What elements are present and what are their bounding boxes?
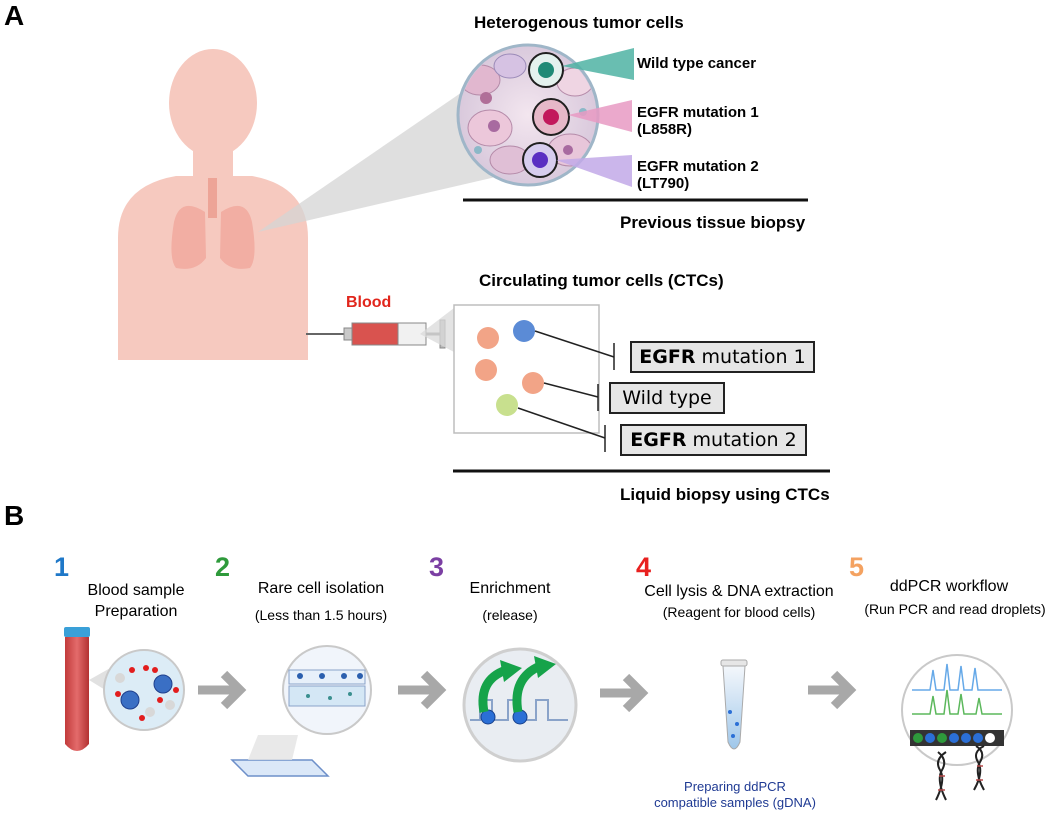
arrow-3-4 xyxy=(600,673,649,713)
ctc-footer: Liquid biopsy using CTCs xyxy=(620,485,830,504)
step2-subtitle: (Less than 1.5 hours) xyxy=(254,607,388,623)
tissue-section-icon xyxy=(456,43,600,187)
arrow-2-3 xyxy=(398,670,447,710)
mutation2-code: (LT790) xyxy=(637,175,690,192)
mutation1-callout xyxy=(568,100,632,132)
microfluidic-chip-icon xyxy=(230,645,372,777)
lungs-icon xyxy=(171,178,255,269)
human-silhouette xyxy=(118,49,308,360)
step3-title: Enrichment xyxy=(469,580,551,597)
magnification-beam xyxy=(258,88,500,232)
ddpcr-readout-icon xyxy=(901,654,1013,766)
ctc-box-mutation1-text: mutation 1 xyxy=(695,346,806,368)
wild-type-label: Wild type cancer xyxy=(637,55,757,72)
gdna-note-line2: compatible samples (gDNA) xyxy=(654,795,816,810)
eppendorf-tube-icon xyxy=(720,659,748,750)
step2-title: Rare cell isolation xyxy=(257,580,385,597)
wild-type-callout xyxy=(562,48,634,80)
ctc-beam xyxy=(420,308,454,352)
panel-a-label: A xyxy=(4,0,25,31)
panel-b-label: B xyxy=(4,500,25,531)
gdna-note-line1: Preparing ddPCR xyxy=(684,779,786,794)
step1-number: 1 xyxy=(54,552,70,582)
step5-number: 5 xyxy=(849,552,865,582)
step5-title: ddPCR workflow xyxy=(889,578,1009,595)
ctc-box-mutation2: EGFR mutation 2 xyxy=(620,424,807,456)
step4-title: Cell lysis & DNA extraction xyxy=(644,583,834,600)
arrow-4-5 xyxy=(808,670,857,710)
step4-number: 4 xyxy=(636,552,652,582)
tissue-footer: Previous tissue biopsy xyxy=(620,213,806,232)
ctc-box-mutation1: EGFR mutation 1 xyxy=(630,341,815,373)
ctc-box-wild-type: Wild type xyxy=(609,382,725,414)
ctc-box-wild-type-text: Wild type xyxy=(622,387,712,409)
step3-number: 3 xyxy=(429,552,445,582)
ctc-title: Circulating tumor cells (CTCs) xyxy=(479,271,724,290)
dna-rungs xyxy=(938,765,983,791)
mutation2-callout xyxy=(556,155,632,187)
step1-subtitle: Preparation xyxy=(94,603,178,620)
step4-subtitle: (Reagent for blood cells) xyxy=(662,604,816,620)
ctc-cells xyxy=(475,320,544,416)
ctc-box-mutation2-text: mutation 2 xyxy=(686,429,797,451)
step5-subtitle: (Run PCR and read droplets) xyxy=(864,601,1046,617)
step1-title: Blood sample xyxy=(87,582,185,599)
arrow-1-2 xyxy=(198,670,247,710)
flow-arrows xyxy=(198,670,857,713)
step2-number: 2 xyxy=(215,552,231,582)
ctc-box-mutation1-gene: EGFR xyxy=(639,346,696,368)
mutation1-label: EGFR mutation 1 xyxy=(637,104,759,121)
tissue-title: Heterogenous tumor cells xyxy=(474,13,684,32)
blood-label: Blood xyxy=(346,294,392,311)
mutation2-label: EGFR mutation 2 xyxy=(637,158,759,175)
mutation1-code: (L858R) xyxy=(637,121,693,138)
blood-tube-icon xyxy=(64,627,90,751)
blood-sample-zoom-icon xyxy=(103,649,185,731)
ctc-connectors xyxy=(517,330,615,452)
step3-subtitle: (release) xyxy=(482,607,538,623)
enrichment-icon xyxy=(462,647,578,763)
ctc-box-mutation2-gene: EGFR xyxy=(630,429,687,451)
